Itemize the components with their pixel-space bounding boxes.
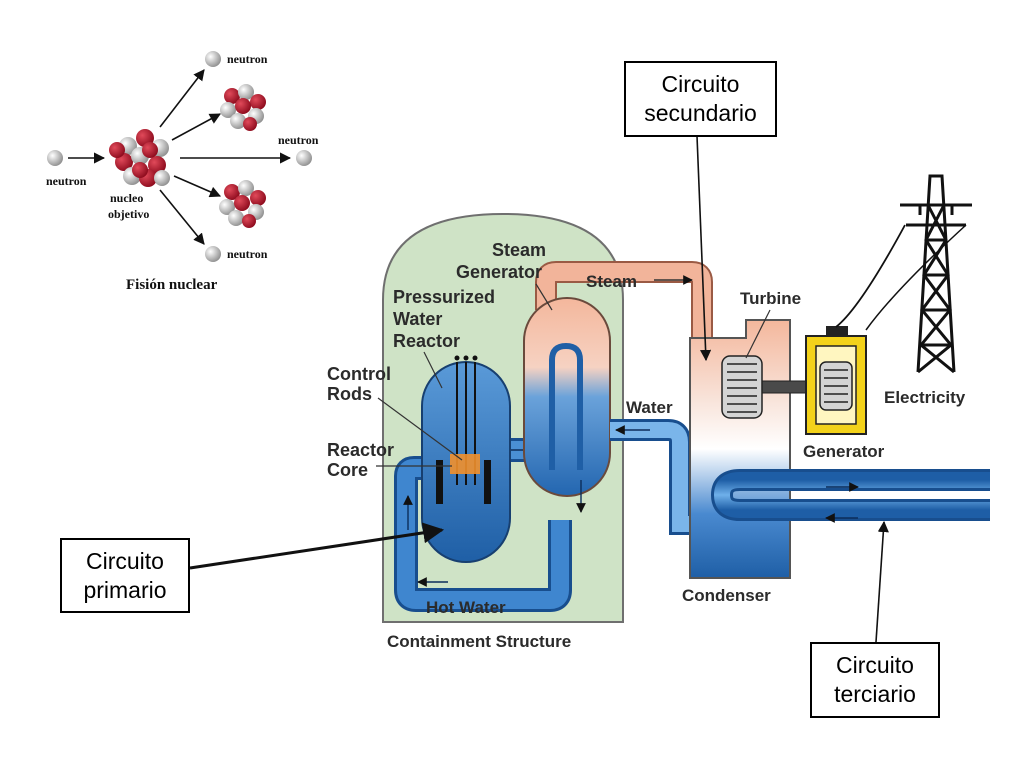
neutron-right xyxy=(296,150,312,166)
arrow-to-neutron-bottom xyxy=(159,189,205,245)
power-line-2 xyxy=(865,224,967,331)
power-tower xyxy=(900,174,972,374)
sg-tube xyxy=(549,342,583,470)
leader-reactor xyxy=(423,351,443,389)
fission-inset: neutron neutron neutron neutron nucleo o… xyxy=(46,51,319,293)
label-neutron-top: neutron xyxy=(227,52,268,66)
callout-tertiary-circuit: Circuito terciario xyxy=(810,642,940,718)
label-control-rods-1: Control xyxy=(327,364,391,384)
label-target-line1: nucleo xyxy=(110,191,143,205)
label-water: Water xyxy=(626,398,673,417)
leader-steam-generator xyxy=(535,283,553,311)
generator-rotor xyxy=(819,361,853,411)
label-steam-generator-1: Steam xyxy=(492,240,546,260)
arrow-to-fragment-top xyxy=(171,113,221,141)
fission-caption: Fisión nuclear xyxy=(126,277,218,293)
callout-secondary-line1: Circuito xyxy=(661,71,740,97)
steam-generator xyxy=(523,297,611,497)
label-steam-generator-2: Generator xyxy=(456,262,542,282)
label-electricity: Electricity xyxy=(884,388,966,407)
label-hot-water: Hot Water xyxy=(426,598,506,617)
label-neutron-bottom: neutron xyxy=(227,247,268,261)
pointer-tertiary xyxy=(875,520,889,643)
target-nucleus xyxy=(109,129,170,187)
core-wall-right xyxy=(484,460,491,504)
callout-secondary-line2: secundario xyxy=(644,100,757,126)
label-condenser: Condenser xyxy=(682,586,771,605)
pointer-secondary xyxy=(696,135,712,362)
leader-control-rods xyxy=(377,397,463,461)
label-steam: Steam xyxy=(586,272,637,291)
core-wall-left xyxy=(436,460,443,504)
label-neutron-right: neutron xyxy=(278,133,319,147)
label-containment: Containment Structure xyxy=(387,632,571,651)
label-turbine: Turbine xyxy=(740,289,801,308)
callout-tertiary-line2: terciario xyxy=(834,681,916,707)
fragment-top xyxy=(220,84,266,131)
label-reactor-1: Pressurized xyxy=(393,287,495,307)
turbine xyxy=(721,355,763,419)
callout-primary-circuit: Circuito primario xyxy=(60,538,190,613)
incoming-neutron xyxy=(47,150,63,166)
label-reactor-3: Reactor xyxy=(393,331,460,351)
arrow-to-neutron-top xyxy=(159,69,205,128)
label-reactor-core-2: Core xyxy=(327,460,368,480)
reactor-core xyxy=(450,454,480,474)
label-reactor-core-1: Reactor xyxy=(327,440,394,460)
arrow-to-fragment-bottom xyxy=(173,175,222,198)
label-neutron-left: neutron xyxy=(46,174,87,188)
neutron-bottom xyxy=(205,246,221,262)
label-target-line2: objetivo xyxy=(108,207,149,221)
callout-primary-line2: primario xyxy=(83,576,167,603)
pointer-primary xyxy=(189,522,445,570)
neutron-top xyxy=(205,51,221,67)
leader-turbine xyxy=(745,309,771,359)
callout-secondary-circuit: Circuito secundario xyxy=(624,61,777,137)
fragment-bottom xyxy=(219,180,266,228)
label-generator: Generator xyxy=(803,442,885,461)
callout-primary-line1: Circuito xyxy=(86,547,164,574)
callout-tertiary-line1: Circuito xyxy=(836,652,914,678)
label-control-rods-2: Rods xyxy=(327,384,372,404)
power-line xyxy=(835,224,906,328)
label-reactor-2: Water xyxy=(393,309,442,329)
